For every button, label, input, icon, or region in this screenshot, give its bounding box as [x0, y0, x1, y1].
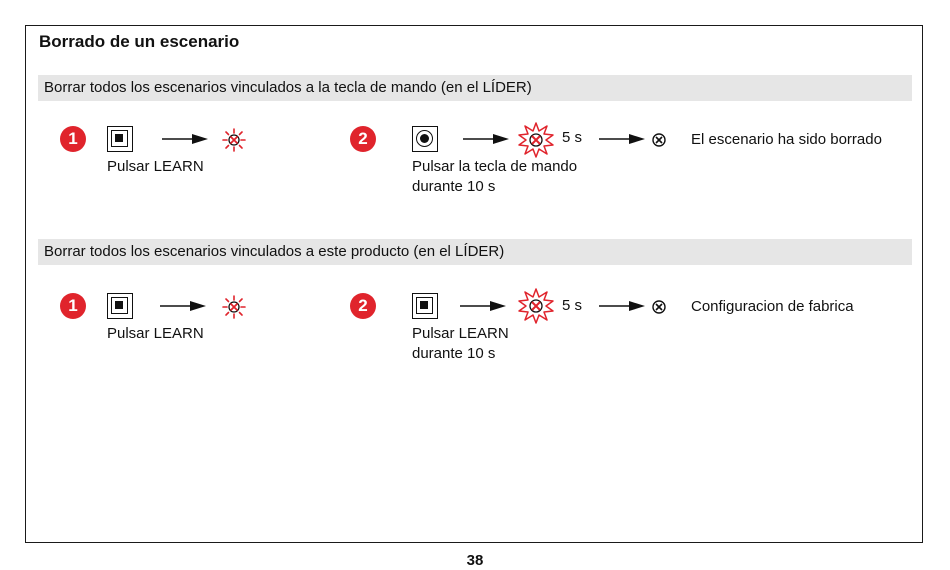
step-badge: 1 [60, 293, 86, 319]
result-text: El escenario ha sido borrado [691, 131, 882, 148]
led-blink-icon [222, 128, 246, 152]
step-label: Pulsar LEARN [107, 325, 204, 342]
step-label: Pulsar LEARN [412, 325, 509, 342]
step-label: durante 10 s [412, 178, 496, 195]
led-blink-icon [222, 295, 246, 319]
duration-label: 5 s [562, 297, 583, 314]
learn-button-icon [412, 293, 438, 319]
arrow-right-icon [463, 134, 509, 144]
arrow-right-icon [599, 134, 645, 144]
section-header: Borrar todos los escenarios vinculados a… [38, 239, 912, 265]
arrow-right-icon [160, 301, 206, 311]
step-label: Pulsar la tecla de mando [412, 158, 578, 175]
control-key-icon [412, 126, 438, 152]
arrow-right-icon [599, 301, 645, 311]
led-off-icon [652, 133, 666, 147]
arrow-right-icon [460, 301, 506, 311]
result-text: Configuracion de fabrica [691, 298, 854, 315]
led-fast-blink-icon [518, 288, 554, 324]
step-badge: 2 [350, 126, 376, 152]
step-badge: 1 [60, 126, 86, 152]
page-frame [25, 25, 923, 543]
arrow-right-icon [162, 134, 208, 144]
page-number: 38 [466, 552, 484, 569]
step-label: Pulsar LEARN [107, 158, 204, 175]
section-header: Borrar todos los escenarios vinculados a… [38, 75, 912, 101]
duration-label: 5 s [562, 129, 583, 146]
step-badge: 2 [350, 293, 376, 319]
led-off-icon [652, 300, 666, 314]
page-title: Borrado de un escenario [39, 32, 240, 51]
led-fast-blink-icon [518, 122, 554, 158]
learn-button-icon [107, 293, 133, 319]
learn-button-icon [107, 126, 133, 152]
step-label: durante 10 s [412, 345, 496, 362]
